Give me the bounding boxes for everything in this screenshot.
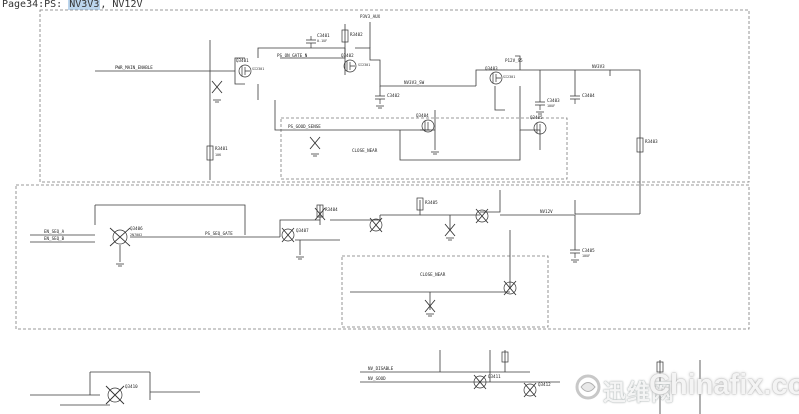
ground-symbols-mid	[116, 237, 579, 317]
q3402-pmos: Q3402 SI2301	[341, 53, 370, 73]
box2-note: CLOSE_NEAR	[420, 272, 446, 277]
c3403-value: 10UF	[547, 104, 555, 108]
net-bot-a: NV_DISABLE	[368, 366, 394, 371]
q3402-ref: Q3402	[341, 53, 354, 58]
chinafix-swirl-logo-icon	[575, 374, 601, 400]
q3406-ref: Q3406	[130, 226, 143, 231]
mid-net-labels: EN_SEQ_A EN_SEQ_B PS_SEQ_GATE NV12V CLOS…	[44, 209, 553, 277]
watermark-en: Chinafix.com	[649, 369, 799, 401]
mid-wires	[30, 190, 640, 310]
q3404-ref: Q3404	[416, 113, 429, 118]
header-suffix: , NV12V	[100, 0, 143, 10]
frame-close-near-1	[280, 117, 568, 180]
q3403-ref: Q3403	[485, 66, 498, 71]
qb2-ref: Q3411	[488, 374, 501, 379]
frame-nv12v	[15, 184, 750, 330]
top-wires	[95, 22, 641, 214]
net-mid: PS_SEQ_GATE	[205, 231, 233, 236]
c3402-ref: C3402	[387, 93, 400, 98]
header-highlight[interactable]: NV3V3	[68, 0, 101, 10]
r3403: R3403	[636, 137, 658, 153]
c3405-value: 10UF	[582, 254, 590, 258]
c3401: C3401 0.1UF	[306, 33, 330, 48]
watermark-cn: 迅维网	[603, 380, 675, 406]
net-gate1: PS_ON_GATE_N	[277, 53, 308, 58]
net-sw-node: NV3V3_SW	[404, 80, 425, 85]
q-mid-a	[369, 217, 383, 233]
c3405: C3405 10UF	[570, 248, 595, 258]
c3403: C3403 10UF	[535, 98, 560, 110]
page-header: Page34:PS: NV3V3, NV12V	[2, 0, 143, 10]
r3402-ref: R3402	[350, 32, 363, 37]
q3401-value: SI2301	[252, 67, 264, 71]
ground-symbols-top	[213, 99, 544, 157]
qb1-ref: Q3410	[125, 384, 138, 389]
net-in-main: PWR_MAIN_ENABLE	[115, 65, 153, 70]
c3403-ref: C3403	[547, 98, 560, 103]
net-sense: PS_GOOD_SENSE	[288, 124, 321, 129]
chinafix-watermark: 迅维网 Chinafix.com	[575, 368, 799, 408]
r3401: R3401 10K	[206, 145, 228, 161]
r3403-ref: R3403	[645, 139, 658, 144]
net-out-3v3: NV3V3	[592, 64, 605, 69]
q3405-nmos: Q3405	[530, 115, 547, 135]
c3401-ref: C3401	[317, 33, 330, 38]
q3403-value: SI2301	[503, 75, 515, 79]
net-bot-b: NV_GOOD	[368, 376, 386, 381]
net-rail-3v3: P3V3_AUX	[360, 14, 381, 19]
c3401-value: 0.1UF	[317, 39, 327, 43]
r3402: R3402	[341, 29, 363, 43]
box1-note: CLOSE_NEAR	[352, 148, 378, 153]
no-stuff-marks-mid	[314, 207, 456, 313]
net-en-a: EN_SEQ_A	[44, 229, 65, 234]
no-stuff-marks-top	[211, 80, 321, 150]
r3401-ref: R3401	[215, 146, 228, 151]
r3404-ref: R3404	[325, 207, 338, 212]
frame-close-near-2	[341, 255, 549, 328]
q3405-ref: Q3405	[530, 115, 543, 120]
r3401-value: 10K	[215, 153, 222, 157]
q3401-pmos: Q3401 SI2301	[236, 58, 264, 78]
q3407-ref: Q3407	[296, 228, 309, 233]
c3404: C3404	[570, 93, 595, 104]
c3404-ref: C3404	[582, 93, 595, 98]
bottom-components: Q3410 Q3411 Q3412	[105, 351, 664, 405]
q3402-value: SI2301	[358, 63, 370, 67]
net-en-b: EN_SEQ_B	[44, 236, 65, 241]
net-rail-12v: P12V_S5	[505, 58, 523, 63]
c3402: C3402	[375, 93, 400, 104]
q-mid-c	[503, 280, 517, 296]
q3404-nmos: Q3404	[416, 113, 435, 133]
q-mid-b	[475, 208, 489, 224]
q3403-pmos: Q3403 SI2301	[485, 66, 515, 85]
header-prefix: Page34:PS:	[2, 0, 69, 10]
qb3-ref: Q3412	[538, 382, 551, 387]
bottom-wires	[30, 350, 701, 414]
q3406-value: 2N7002	[130, 233, 142, 237]
q3401-ref: Q3401	[236, 58, 249, 63]
frame-nv3v3	[39, 9, 750, 183]
r3405: R3405	[416, 197, 438, 211]
bottom-net-labels: NV_DISABLE NV_GOOD	[368, 366, 394, 381]
q3407-nmos: Q3407	[281, 227, 309, 243]
top-net-labels: PWR_MAIN_ENABLE PS_ON_GATE_N NV3V3_SW NV…	[115, 14, 605, 153]
net-out-12v: NV12V	[540, 209, 553, 214]
r3405-ref: R3405	[425, 200, 438, 205]
c3405-ref: C3405	[582, 248, 595, 253]
q3406-nmos: Q3406 2N7002	[109, 226, 143, 247]
